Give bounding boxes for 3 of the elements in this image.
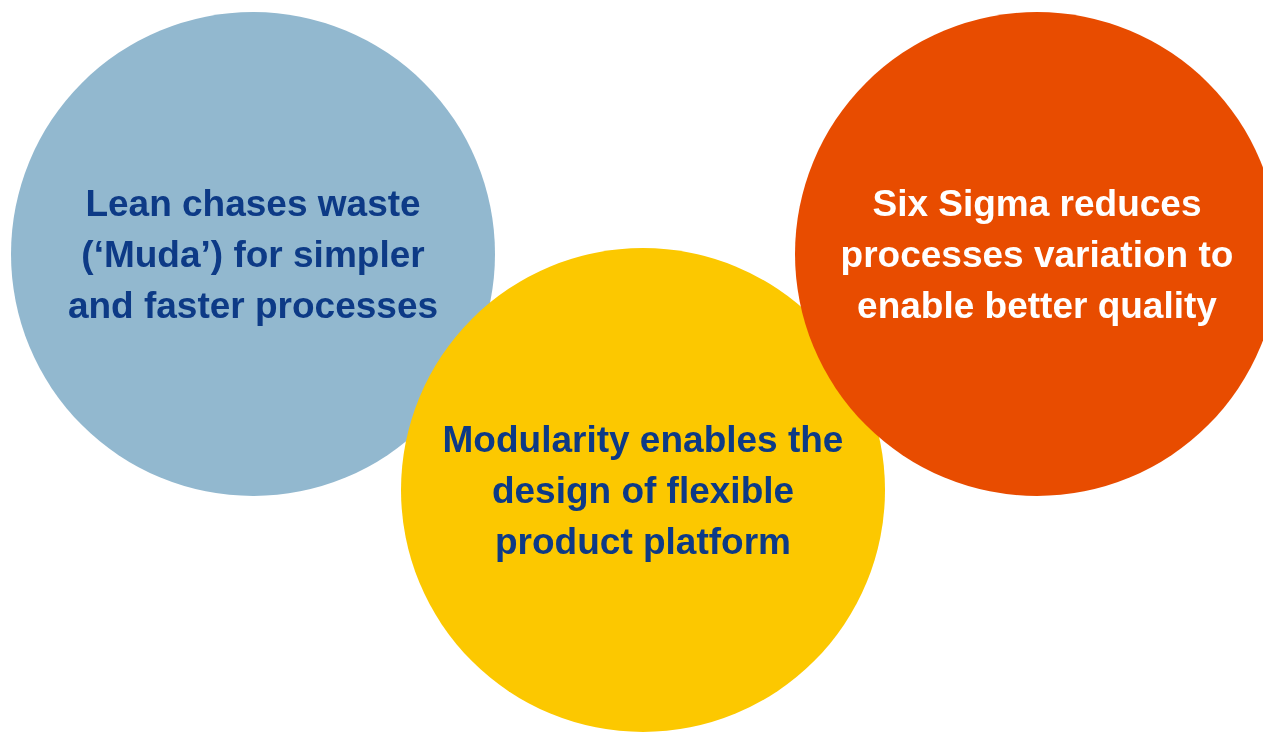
circle-text: Modularity enables the design of flexible product platform — [441, 417, 845, 564]
circle-text: Six Sigma reduces processes variation to enable better quality — [839, 181, 1235, 328]
circle-text: Lean chases waste (‘Muda’) for simpler and faster processes — [66, 181, 440, 328]
